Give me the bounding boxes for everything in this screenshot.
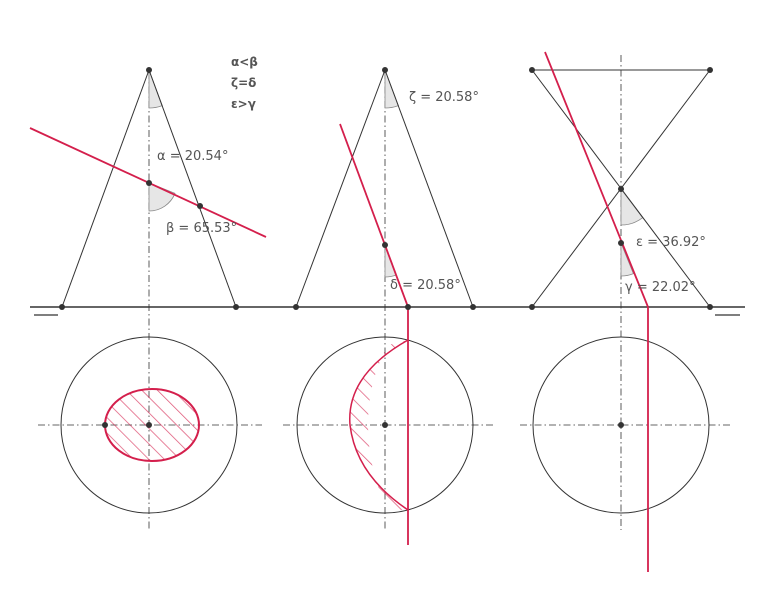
- section-point-axis-2: [382, 242, 388, 248]
- base-circle-3: [532, 336, 710, 514]
- cone-generatrix-left-2: [295, 69, 386, 308]
- cone-hyperbola-group: [520, 51, 730, 572]
- cone-ellipse-group: [29, 67, 267, 530]
- angle-label-gamma: γ = 22.02°: [625, 280, 696, 295]
- double-cone-vertex: [618, 186, 624, 192]
- angle-arc-epsilon: [620, 187, 644, 226]
- cone-generatrix-right-1: [148, 69, 237, 308]
- base-point-left-2: [293, 304, 299, 310]
- section-point-axis-3: [618, 240, 624, 246]
- top-rim-point-left: [529, 67, 535, 73]
- section-plane-3: [544, 51, 649, 308]
- section-point-ground-2: [405, 304, 411, 310]
- base-point-right-1: [233, 304, 239, 310]
- section-plane-2: [339, 123, 409, 308]
- base-point-right-3: [707, 304, 713, 310]
- section-point-edge-1: [197, 203, 203, 209]
- relation-zeta-delta: ζ=δ: [231, 76, 256, 90]
- cone-generatrix-left-1: [61, 69, 150, 308]
- angle-arc-beta: [148, 182, 176, 212]
- angle-label-alpha: α = 20.54°: [157, 149, 228, 164]
- apex-point-1: [146, 67, 152, 73]
- apex-point-2: [382, 67, 388, 73]
- center-point-3: [618, 422, 624, 428]
- base-point-left-1: [59, 304, 65, 310]
- parabola-hatch: [349, 340, 408, 510]
- relation-epsilon-gamma: ε>γ: [231, 97, 256, 111]
- base-circle-1: [60, 336, 238, 514]
- center-point-2: [382, 422, 388, 428]
- parabola-curve: [349, 339, 409, 511]
- relation-alpha-beta: α<β: [231, 55, 258, 69]
- section-point-axis-1: [146, 180, 152, 186]
- angle-label-beta: β = 65.53°: [166, 221, 237, 236]
- ellipse-vertex-point: [102, 422, 108, 428]
- cone-parabola-group: [283, 67, 495, 545]
- angle-label-zeta: ζ = 20.58°: [409, 90, 479, 105]
- base-point-right-2: [470, 304, 476, 310]
- base-point-left-3: [529, 304, 535, 310]
- cone-generatrix-right-2: [384, 69, 474, 308]
- top-rim-point-right: [707, 67, 713, 73]
- center-point-1: [146, 422, 152, 428]
- base-circle-2: [296, 336, 474, 514]
- angle-label-delta: δ = 20.58°: [390, 278, 461, 293]
- angle-label-epsilon: ε = 36.92°: [636, 235, 706, 250]
- angle-arc-gamma: [620, 242, 634, 277]
